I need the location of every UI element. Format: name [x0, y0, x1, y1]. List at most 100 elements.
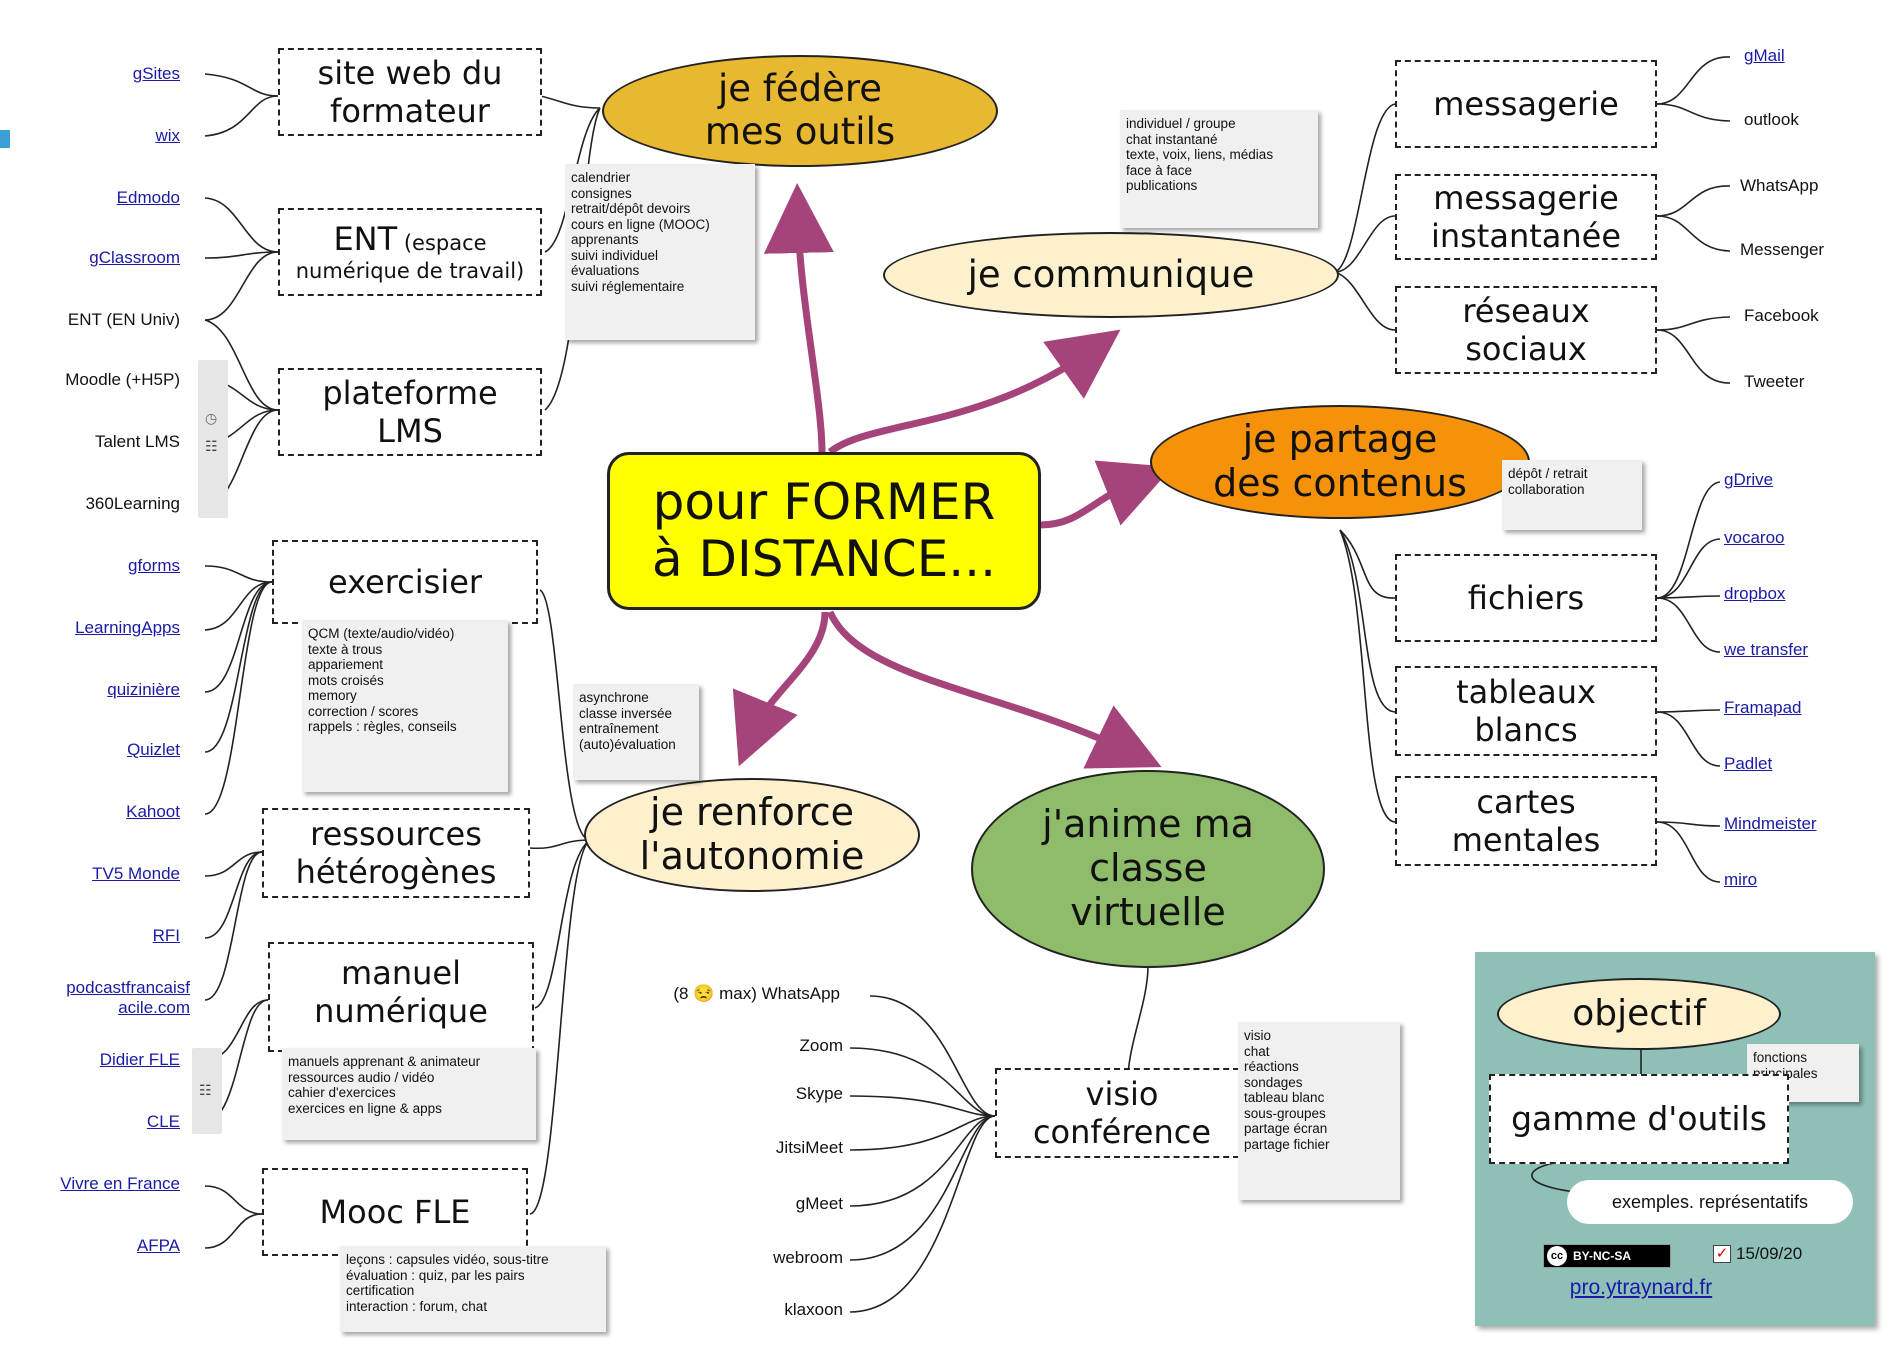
box-ressources: ressources hétérogènes — [262, 808, 530, 898]
leaf-wix[interactable]: wix — [155, 126, 180, 145]
box-ent-main: ENT — [333, 220, 398, 259]
attachment-tab-manuel: ☷ — [192, 1048, 222, 1134]
leaf-dropbox[interactable]: dropbox — [1724, 584, 1786, 603]
node-je-renforce-line1: je renforce — [650, 790, 854, 835]
node-je-partage-line1: je partage — [1242, 417, 1438, 462]
box-visio-line2: conférence — [1032, 1113, 1212, 1151]
leaf-vivre-en-france[interactable]: Vivre en France — [60, 1174, 180, 1193]
box-messagerie: messagerie — [1395, 60, 1657, 148]
date-stamp: ✓ 15/09/20 — [1713, 1244, 1802, 1264]
box-lms-line2: LMS — [377, 412, 443, 450]
node-je-communique-label: je communique — [967, 252, 1255, 296]
clock-icon: ◷ — [205, 410, 218, 426]
box-messagerie-instantanee-line1: messagerie — [1433, 178, 1619, 217]
node-je-federe-line2: mes outils — [704, 110, 896, 153]
central-topic-line1: pour FORMER — [652, 472, 996, 531]
leaf-tv5monde[interactable]: TV5 Monde — [92, 864, 180, 883]
attachment-tab-lms: ◷ ☷ — [198, 360, 228, 518]
box-lms: plateforme LMS — [278, 368, 542, 456]
box-site-web-line1: site web du — [317, 53, 503, 92]
box-mooc-label: Mooc FLE — [319, 1192, 471, 1231]
box-cartes-mentales: cartes mentales — [1395, 776, 1657, 866]
legend-gamme-box: gamme d'outils — [1489, 1074, 1789, 1164]
leaf-tweeter: Tweeter — [1744, 372, 1805, 391]
leaf-gmeet: gMeet — [795, 1194, 843, 1213]
box-ent: ENT (espace numérique de travail) — [278, 208, 542, 296]
legend-exemples-pill: exemples. représentatifs — [1567, 1180, 1853, 1224]
node-je-communique: je communique — [883, 232, 1339, 318]
note-visio: visio chat réactions sondages tableau bl… — [1238, 1022, 1400, 1200]
note-mooc: leçons : capsules vidéo, sous-titre éval… — [340, 1246, 606, 1332]
box-cartes-line1: cartes — [1476, 782, 1576, 821]
leaf-moodle: Moodle (+H5P) — [65, 370, 180, 389]
leaf-cle[interactable]: CLE — [146, 1112, 180, 1131]
leaf-gdrive[interactable]: gDrive — [1724, 470, 1774, 489]
leaf-jitsimeet: JitsiMeet — [775, 1138, 843, 1157]
leaf-we-transfer[interactable]: we transfer — [1724, 640, 1809, 659]
legend-gamme-label: gamme d'outils — [1511, 1099, 1767, 1139]
box-fichiers-label: fichiers — [1467, 578, 1585, 617]
leaf-podcastfrancaisfacile[interactable]: podcastfrancaisf — [66, 978, 190, 997]
box-ent-line2: numérique de travail) — [295, 258, 525, 283]
box-ent-paren: (espace — [403, 231, 487, 256]
box-reseaux-sociaux: réseaux sociaux — [1395, 286, 1657, 374]
box-site-web-line2: formateur — [330, 92, 490, 130]
leaf-miro[interactable]: miro — [1724, 870, 1758, 889]
box-site-web: site web du formateur — [278, 48, 542, 136]
leaf-gforms[interactable]: gforms — [128, 556, 180, 575]
leaf-learningapps[interactable]: LearningApps — [75, 618, 180, 637]
list-icon: ☷ — [205, 438, 218, 454]
node-j-anime-line2: classe — [1089, 846, 1207, 891]
leaf-visio-whatsapp: (8 😒 max) WhatsApp — [673, 984, 840, 1003]
leaf-vocaroo[interactable]: vocaroo — [1724, 528, 1785, 547]
leaf-kahoot[interactable]: Kahoot — [126, 802, 180, 821]
leaf-facebook: Facebook — [1744, 306, 1819, 325]
node-j-anime: j'anime ma classe virtuelle — [971, 770, 1325, 968]
author-link-label[interactable]: pro.ytraynard.fr — [1569, 1276, 1713, 1299]
box-tableaux-line2: blancs — [1474, 711, 1578, 749]
leaf-gclassroom[interactable]: gClassroom — [89, 248, 180, 267]
legend-connectors — [1531, 1048, 1642, 1193]
leaf-quiziniere[interactable]: quizinière — [107, 680, 180, 699]
leaf-didier-fle[interactable]: Didier FLE — [99, 1050, 180, 1069]
leaf-podcastfrancaisfacile-2[interactable]: acile.com — [118, 998, 190, 1017]
leaf-rfi[interactable]: RFI — [152, 926, 180, 945]
node-je-federe-line1: je fédère — [717, 67, 882, 111]
leaf-gsites[interactable]: gSites — [132, 64, 180, 83]
leaf-mindmeister[interactable]: Mindmeister — [1724, 814, 1817, 833]
leaf-messenger: Messenger — [1740, 240, 1825, 259]
legend-objectif: objectif — [1497, 978, 1781, 1050]
leaf-padlet[interactable]: Padlet — [1724, 754, 1773, 773]
legend-exemples-label: exemples. représentatifs — [1611, 1191, 1809, 1212]
node-je-renforce: je renforce l'autonomie — [584, 778, 920, 892]
cc-icon: cc — [1547, 1246, 1567, 1266]
leaf-skype: Skype — [795, 1084, 843, 1103]
leaf-gmail[interactable]: gMail — [1744, 46, 1785, 65]
note-renforce: asynchrone classe inversée entraînement … — [573, 684, 699, 780]
leaf-outlook: outlook — [1744, 110, 1799, 129]
leaf-afpa[interactable]: AFPA — [136, 1236, 180, 1255]
leaf-klaxoon: klaxoon — [784, 1300, 843, 1319]
box-fichiers: fichiers — [1395, 554, 1657, 642]
leaf-framapad[interactable]: Framapad — [1724, 698, 1802, 717]
central-topic: pour FORMER à DISTANCE... — [607, 452, 1041, 610]
leaf-zoom: Zoom — [799, 1036, 843, 1055]
node-j-anime-line1: j'anime ma — [1042, 802, 1254, 847]
box-manuel: manuel numérique — [268, 942, 534, 1052]
note-federe: calendrier consignes retrait/dépôt devoi… — [565, 164, 755, 340]
note-exercisier: QCM (texte/audio/vidéo) texte à trous ap… — [302, 620, 508, 792]
box-messagerie-instantanee-line2: instantanée — [1430, 217, 1622, 255]
box-messagerie-instantanee: messagerie instantanée — [1395, 174, 1657, 260]
central-topic-line2: à DISTANCE... — [652, 530, 996, 588]
date-label: 15/09/20 — [1736, 1244, 1803, 1263]
box-reseaux-line1: réseaux — [1462, 291, 1590, 330]
author-link[interactable]: pro.ytraynard.fr — [1475, 1276, 1807, 1300]
leaf-quizlet[interactable]: Quizlet — [127, 740, 180, 759]
leaf-ent-en-univ: ENT (EN Univ) — [67, 310, 180, 329]
box-lms-line1: plateforme — [322, 373, 498, 412]
leaf-edmodo[interactable]: Edmodo — [116, 188, 180, 207]
box-visio-line1: visio — [1085, 1074, 1159, 1113]
box-manuel-line1: manuel — [341, 954, 461, 992]
box-ressources-line2: hétérogènes — [295, 853, 497, 891]
